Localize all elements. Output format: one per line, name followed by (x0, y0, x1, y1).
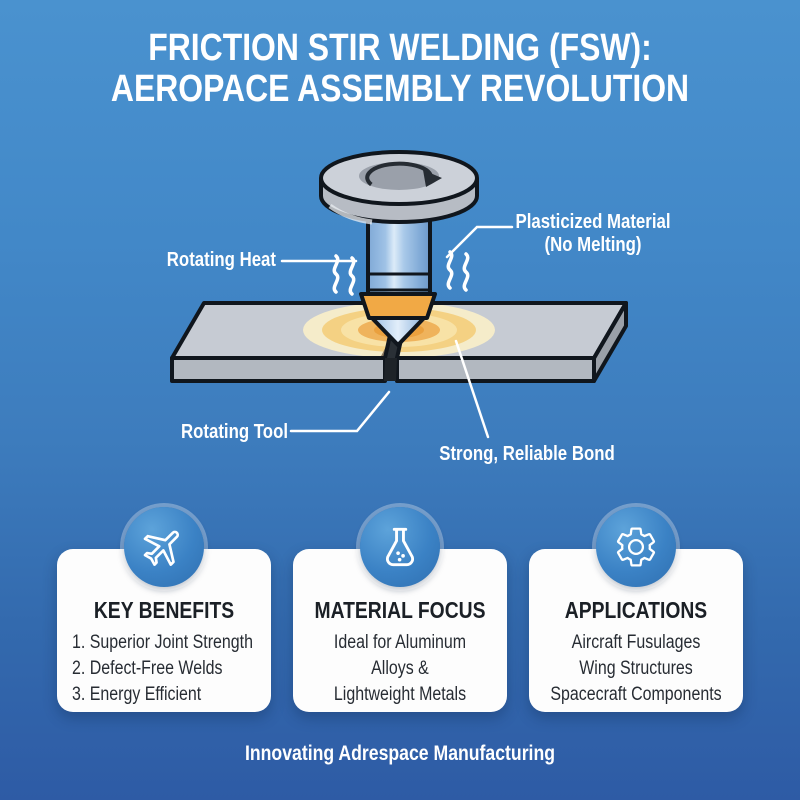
card-body: Ideal for Aluminum Alloys & Lightweight … (293, 630, 507, 708)
label-strong-bond: Strong, Reliable Bond (439, 443, 615, 465)
benefit-item: 2. Defect-Free Welds (72, 658, 223, 679)
heat-waves-icon (332, 250, 470, 296)
flask-icon (360, 507, 440, 587)
label-plasticized-material: Plasticized Material (No Melting) (491, 211, 695, 257)
application-line: Aircraft Fusulages (571, 632, 701, 653)
rotation-arrow-icon (365, 161, 433, 187)
info-cards: KEY BENEFITS 1. Superior Joint Strength … (0, 507, 800, 712)
focus-line: Lightweight Metals (333, 684, 467, 705)
application-line: Wing Structures (579, 658, 693, 679)
card-applications: APPLICATIONS Aircraft Fusulages Wing Str… (529, 507, 743, 712)
card-key-benefits: KEY BENEFITS 1. Superior Joint Strength … (57, 507, 271, 712)
title-line-1: FRICTION STIR WELDING (FSW): (148, 27, 652, 69)
page-title: FRICTION STIR WELDING (FSW): AEROPACE AS… (64, 28, 736, 110)
benefit-item: 3. Energy Efficient (72, 684, 202, 705)
card-title: KEY BENEFITS (93, 597, 235, 623)
gear-icon (596, 507, 676, 587)
label-rotating-heat: Rotating Heat (166, 249, 276, 271)
application-line: Spacecraft Components (550, 684, 722, 705)
leader-lines (280, 225, 514, 439)
airplane-icon (124, 507, 204, 587)
card-body: 1. Superior Joint Strength 2. Defect-Fre… (57, 630, 271, 708)
card-material-focus: MATERIAL FOCUS Ideal for Aluminum Alloys… (293, 507, 507, 712)
tool-shoulder-collar (359, 292, 437, 320)
benefit-item: 1. Superior Joint Strength (72, 632, 253, 653)
card-title: APPLICATIONS (564, 597, 708, 623)
plate-outlines (170, 301, 628, 383)
title-line-2: AEROPACE ASSEMBLY REVOLUTION (110, 68, 690, 110)
metal-plates (172, 303, 626, 381)
card-body: Aircraft Fusulages Wing Structures Space… (529, 630, 743, 708)
weld-heat-glow (303, 303, 495, 358)
focus-line: Ideal for Aluminum (333, 632, 467, 653)
focus-line: Alloys & (371, 658, 429, 679)
label-rotating-tool: Rotating Tool (181, 421, 288, 443)
weld-seam-gap (384, 358, 397, 381)
tool-pin-tip (370, 316, 426, 347)
label-plasticized-line-1: Plasticized Material (515, 211, 671, 233)
label-plasticized-line-2: (No Melting) (544, 234, 642, 256)
footer-tagline: Innovating Adrespace Manufacturing (244, 742, 556, 765)
rotating-tool-graphic (319, 150, 479, 347)
card-title: MATERIAL FOCUS (314, 597, 486, 623)
